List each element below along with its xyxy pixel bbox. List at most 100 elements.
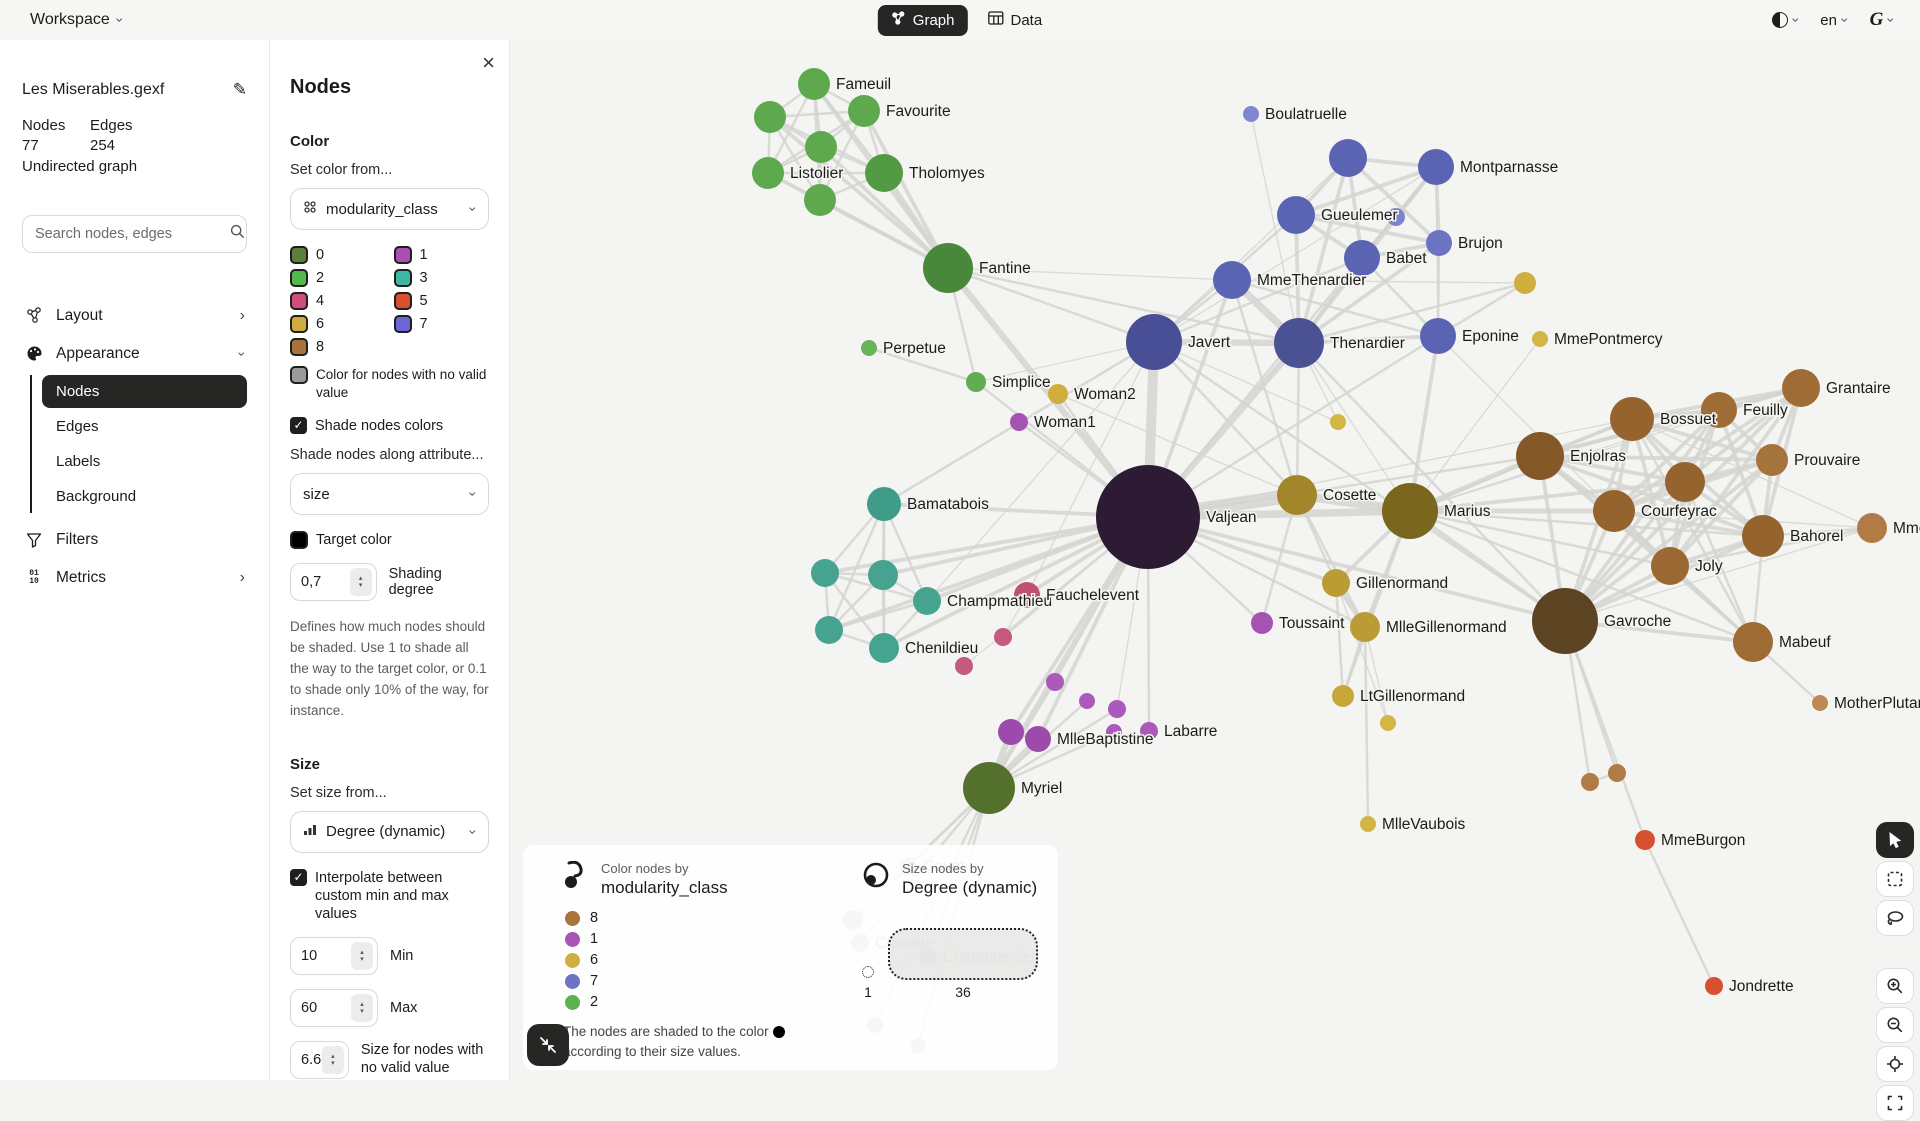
stepper-icon[interactable]: ▴▾ xyxy=(351,994,373,1023)
graph-node-t3[interactable] xyxy=(815,616,843,644)
class-color-swatch[interactable] xyxy=(290,292,308,310)
graph-node-ltgillenormand[interactable] xyxy=(1332,685,1354,707)
graph-node-mmehucheloup[interactable] xyxy=(1857,513,1887,543)
graph-node-myriel[interactable] xyxy=(963,762,1015,814)
tab-data[interactable]: Data xyxy=(987,11,1042,29)
graph-node-br1[interactable] xyxy=(1581,773,1599,791)
graph-node-y1[interactable] xyxy=(1514,272,1536,294)
graph-node-mmemagloire[interactable] xyxy=(998,719,1024,745)
graph-node-valjean[interactable] xyxy=(1096,465,1200,569)
graph-node-champmathieu[interactable] xyxy=(913,587,941,615)
graph-node-woman1[interactable] xyxy=(1010,413,1028,431)
theme-switcher[interactable]: › xyxy=(1771,12,1804,28)
graph-node-blacheville[interactable] xyxy=(804,184,836,216)
language-switcher[interactable]: en › xyxy=(1820,12,1853,29)
target-color-swatch[interactable] xyxy=(290,531,308,550)
graph-node-gueulemer[interactable] xyxy=(1277,196,1315,234)
graph-node-p4[interactable] xyxy=(1106,724,1122,740)
lasso-selection-button[interactable] xyxy=(1876,900,1914,936)
graph-node-zephine[interactable] xyxy=(805,131,837,163)
appearance-subitem-labels[interactable]: Labels xyxy=(56,452,101,470)
class-color-swatch[interactable] xyxy=(393,292,412,310)
tab-graph[interactable]: Graph xyxy=(877,4,968,36)
graph-node-marius[interactable] xyxy=(1382,483,1438,539)
graph-node-mmepontmercy[interactable] xyxy=(1532,331,1548,347)
graph-node-grantaire[interactable] xyxy=(1782,369,1820,407)
graph-node-y2[interactable] xyxy=(1330,414,1346,430)
stepper-icon[interactable]: ▴▾ xyxy=(351,942,373,971)
select-cursor-button[interactable] xyxy=(1876,822,1914,858)
fallback-size-input[interactable]: 6.666 ▴▾ xyxy=(290,1041,349,1080)
graph-node-javert[interactable] xyxy=(1126,314,1182,370)
graph-node-motherplutarch[interactable] xyxy=(1812,695,1828,711)
shading-degree-input[interactable]: 0,7 ▴▾ xyxy=(290,563,377,602)
zoom-in-button[interactable] xyxy=(1876,968,1914,1004)
size-attribute-select[interactable]: Degree (dynamic) › xyxy=(290,810,489,853)
class-color-swatch[interactable] xyxy=(393,246,412,264)
graph-node-simplice[interactable] xyxy=(966,372,986,392)
graph-node-mmethenardier[interactable] xyxy=(1213,261,1251,299)
graph-node-mllevaubois[interactable] xyxy=(1360,816,1376,832)
stepper-icon[interactable]: ▴▾ xyxy=(349,568,372,597)
graph-node-joly[interactable] xyxy=(1651,547,1689,585)
graph-node-tholomyes[interactable] xyxy=(865,154,903,192)
appearance-subitem-nodes[interactable]: Nodes xyxy=(42,374,247,408)
graph-node-thenardier[interactable] xyxy=(1274,318,1324,368)
graph-node-listolier[interactable] xyxy=(752,157,784,189)
zoom-out-button[interactable] xyxy=(1876,1007,1914,1043)
graph-node-claquesous[interactable] xyxy=(1329,139,1367,177)
shade-nodes-checkbox[interactable]: ✓ xyxy=(290,417,307,435)
class-color-swatch[interactable] xyxy=(290,315,308,333)
graph-node-combeferre[interactable] xyxy=(1665,462,1705,502)
graph-node-mllebaptistine[interactable] xyxy=(1025,726,1051,752)
gephi-menu[interactable]: G › xyxy=(1870,9,1900,31)
collapse-caption-button[interactable] xyxy=(527,1024,569,1066)
edit-pencil-icon[interactable]: ✎ xyxy=(232,80,247,99)
close-icon[interactable]: × xyxy=(482,50,495,75)
graph-node-cosette[interactable] xyxy=(1277,475,1317,515)
graph-node-labarre[interactable] xyxy=(1140,722,1158,740)
graph-node-t1[interactable] xyxy=(811,559,839,587)
graph-node-enjolras[interactable] xyxy=(1516,432,1564,480)
graph-node-gillenormand[interactable] xyxy=(1322,569,1350,597)
center-view-button[interactable] xyxy=(1876,1046,1914,1082)
graph-node-perpetue[interactable] xyxy=(861,340,877,356)
graph-node-fauchelevent[interactable] xyxy=(1014,582,1040,608)
color-attribute-select[interactable]: modularity_class › xyxy=(290,188,489,230)
graph-node-brujon[interactable] xyxy=(1426,230,1452,256)
workspace-menu[interactable]: Workspace › xyxy=(30,11,128,29)
sidebar-item-appearance[interactable]: Appearance › xyxy=(22,335,251,373)
min-size-input[interactable]: 10 ▴▾ xyxy=(290,937,378,976)
graph-node-boulatruelle[interactable] xyxy=(1243,106,1259,122)
sidebar-item-layout[interactable]: Layout › xyxy=(22,297,247,335)
appearance-subitem-edges[interactable]: Edges xyxy=(56,417,99,435)
graph-node-bahorel[interactable] xyxy=(1742,515,1784,557)
graph-node-mllegillenormand[interactable] xyxy=(1350,612,1380,642)
graph-node-br2[interactable] xyxy=(1608,764,1626,782)
graph-node-feuilly[interactable] xyxy=(1701,392,1737,428)
graph-node-courfeyrac[interactable] xyxy=(1593,490,1635,532)
class-color-swatch[interactable] xyxy=(393,315,412,333)
graph-node-dahlia[interactable] xyxy=(754,101,786,133)
graph-node-p1[interactable] xyxy=(1046,673,1064,691)
graph-node-fantine[interactable] xyxy=(923,243,973,293)
no-valid-color-swatch[interactable] xyxy=(290,366,308,384)
graph-node-bamatabois[interactable] xyxy=(867,487,901,521)
graph-node-chenildieu[interactable] xyxy=(869,633,899,663)
fullscreen-button[interactable] xyxy=(1876,1085,1914,1121)
graph-node-babet[interactable] xyxy=(1344,240,1380,276)
graph-node-mmeburgon[interactable] xyxy=(1635,830,1655,850)
graph-node-fameuil[interactable] xyxy=(798,68,830,100)
class-color-swatch[interactable] xyxy=(290,246,308,264)
graph-node-bossuet[interactable] xyxy=(1610,397,1654,441)
graph-node-prouvaire[interactable] xyxy=(1756,444,1788,476)
graph-node-woman2[interactable] xyxy=(1048,384,1068,404)
graph-node-favourite[interactable] xyxy=(848,95,880,127)
class-color-swatch[interactable] xyxy=(393,269,412,287)
graph-node-toussaint[interactable] xyxy=(1251,612,1273,634)
shade-attribute-select[interactable]: size › xyxy=(290,473,489,516)
graph-node-pk2[interactable] xyxy=(955,657,973,675)
